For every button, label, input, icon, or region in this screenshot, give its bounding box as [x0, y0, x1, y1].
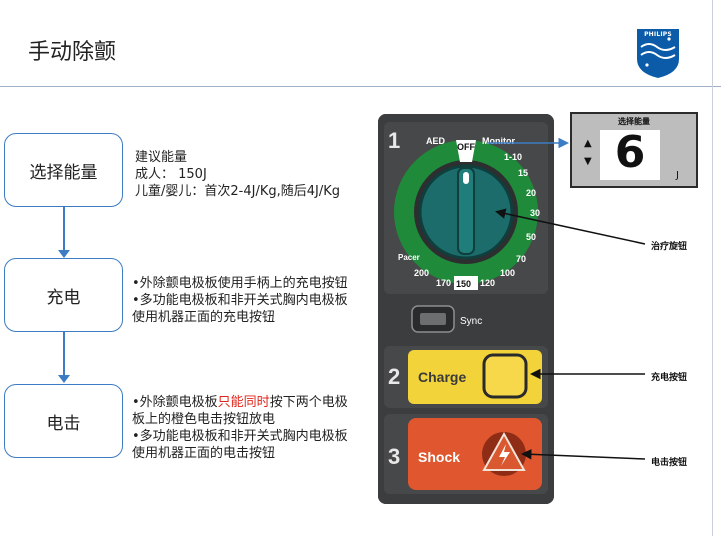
- desc-line: •外除颤电极板使用手柄上的充电按钮: [132, 276, 348, 291]
- step-shock: 电击: [4, 384, 123, 458]
- flow-arrowhead-1: [58, 250, 70, 258]
- step3-number: 3: [388, 444, 400, 469]
- charge-callout: 充电按钮: [651, 373, 688, 383]
- flow-arrowhead-2: [58, 375, 70, 383]
- down-arrow-icon: ▼: [584, 156, 592, 167]
- desc-line: 儿童/婴儿：首次2-4J/Kg,随后4J/Kg: [135, 184, 340, 199]
- shock-button[interactable]: [482, 431, 526, 476]
- dial-label-120: 120: [480, 278, 495, 288]
- dial-label-1-10: 1-10: [504, 152, 522, 162]
- desc-line: 使用机器正面的充电按钮: [132, 310, 276, 325]
- dial-label-pacer: Pacer: [398, 253, 420, 262]
- dial-label-200: 200: [414, 268, 429, 278]
- desc-line: 建议能量: [135, 150, 188, 165]
- defibrillator-panel: 1 AED OFF Monitor 1-10 15 20 30 50 70 10…: [378, 114, 554, 504]
- dial-label-15: 15: [518, 168, 528, 178]
- flow-arrow-2: [63, 332, 65, 376]
- display-value-box: [600, 130, 660, 180]
- page-title: 手动除颤: [28, 40, 117, 65]
- display-label: 选择能量: [618, 117, 650, 126]
- desc-line: •多功能电极板和非开关式胸内电极板: [132, 293, 348, 308]
- desc-line: •外除颤电极板只能同时按下两个电极: [132, 394, 348, 411]
- dial-label-150: 150: [456, 279, 471, 289]
- desc-highlight: 只能同时: [217, 395, 270, 410]
- energy-display: 选择能量 ▲ ▼ 6 J: [570, 112, 698, 188]
- step2-description: •外除颤电极板使用手柄上的充电按钮 •多功能电极板和非开关式胸内电极板 使用机器…: [132, 275, 348, 326]
- step3-description: •外除颤电极板只能同时按下两个电极 板上的橙色电击按钮放电 •多功能电极板和非开…: [132, 394, 348, 462]
- step1-number: 1: [388, 128, 400, 153]
- up-arrow-icon: ▲: [584, 138, 592, 149]
- dial-label-170: 170: [436, 278, 451, 288]
- dial-label-monitor: Monitor: [482, 136, 515, 146]
- desc-line: 使用机器正面的电击按钮: [132, 446, 276, 461]
- device-controls: 1 AED OFF Monitor 1-10 15 20 30 50 70 10…: [378, 114, 554, 504]
- page-edge-line: [712, 0, 713, 536]
- desc-line: •多功能电极板和非开关式胸内电极板: [132, 429, 348, 444]
- dial-label-20: 20: [526, 188, 536, 198]
- dial-label-aed: AED: [426, 136, 446, 146]
- header-divider: [0, 86, 721, 87]
- dial-label-30: 30: [530, 208, 540, 218]
- desc-text: •外除颤电极板: [132, 395, 218, 410]
- desc-line: 板上的橙色电击按钮放电: [132, 412, 276, 427]
- dial-label-70: 70: [516, 254, 526, 264]
- desc-text: 按下两个电极: [269, 395, 348, 410]
- logo-wordmark: PHILIPS: [644, 31, 672, 38]
- shock-callout: 电击按钮: [651, 458, 688, 468]
- charge-label: Charge: [418, 369, 466, 385]
- philips-logo: PHILIPS: [635, 27, 681, 79]
- step-select-energy: 选择能量: [4, 133, 123, 207]
- step2-number: 2: [388, 364, 400, 389]
- sync-label: Sync: [460, 316, 482, 327]
- dial-label-off: OFF: [457, 142, 475, 152]
- lightning-icon: [499, 444, 510, 466]
- step1-description: 建议能量 成人： 150J 儿童/婴儿：首次2-4J/Kg,随后4J/Kg: [135, 149, 340, 200]
- desc-line: 成人： 150J: [135, 167, 207, 182]
- step-charge: 充电: [4, 258, 123, 332]
- flow-arrow-1: [63, 207, 65, 251]
- display-value: 6: [614, 127, 646, 178]
- display-unit: J: [676, 170, 679, 181]
- shock-label: Shock: [418, 449, 460, 465]
- charge-button[interactable]: [482, 353, 528, 399]
- dial-callout: 治疗旋钮: [651, 242, 688, 252]
- dial-label-100: 100: [500, 268, 515, 278]
- dial-label-50: 50: [526, 232, 536, 242]
